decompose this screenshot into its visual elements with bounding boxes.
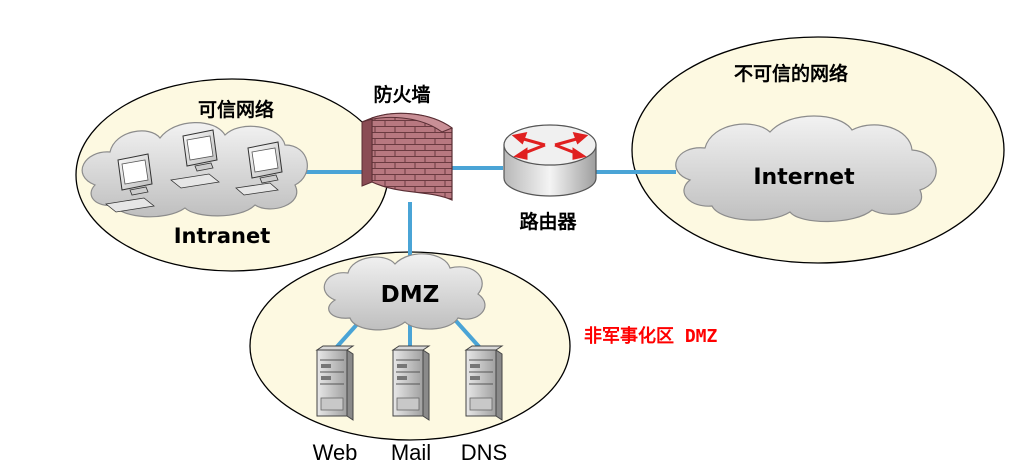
computer-icon [105, 153, 155, 213]
firewall-label: 防火墙 [373, 83, 430, 106]
dmz-label: DMZ [381, 282, 440, 308]
dmz-caption: 非军事化区 DMZ [584, 325, 718, 347]
link-dmz-dns [454, 319, 484, 352]
web-server-icon [315, 345, 355, 421]
internet-cloud [675, 115, 937, 223]
intranet-label: Intranet [174, 224, 271, 248]
mail-server-icon [391, 345, 431, 421]
link-dmz-web [332, 319, 362, 352]
dmz-cloud [323, 253, 486, 331]
router-label: 路由器 [519, 210, 577, 233]
trusted-zone-label: 可信网络 [198, 98, 274, 121]
untrusted-zone-label: 不可信的网络 [734, 62, 848, 85]
links [305, 166, 676, 352]
mail-server-label: Mail [391, 440, 431, 465]
router-icon [503, 124, 597, 197]
internet-label: Internet [753, 165, 855, 190]
firewall-icon [361, 112, 454, 201]
dns-server-label: DNS [461, 440, 507, 465]
dns-server-icon [464, 345, 504, 421]
computer-icon [170, 129, 220, 189]
computer-icon [235, 141, 283, 196]
web-server-label: Web [313, 440, 358, 465]
